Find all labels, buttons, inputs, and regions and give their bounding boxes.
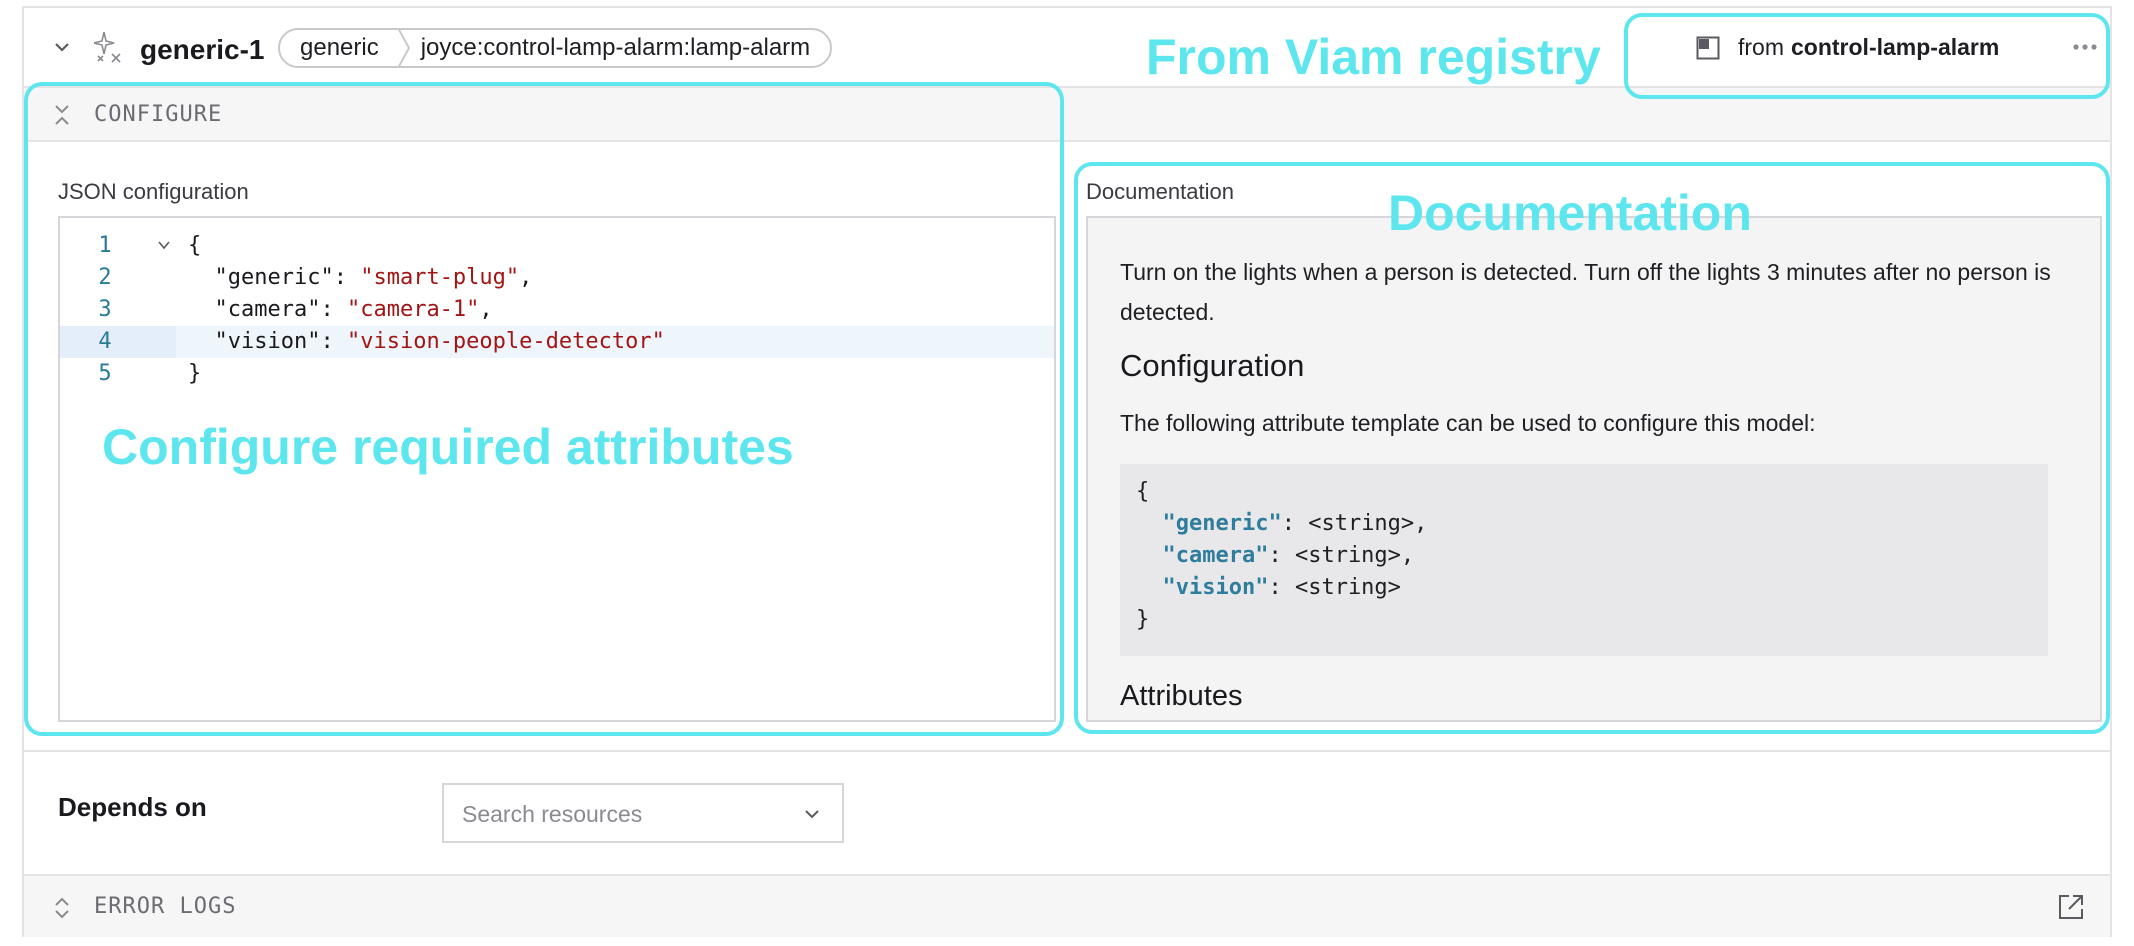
template-key: "camera" [1162,543,1269,568]
code-text: { [188,233,202,258]
template-line: "generic": <string>, [1136,511,1428,536]
error-logs-section-header[interactable]: ERROR LOGS [24,874,2110,937]
json-configuration-label: JSON configuration [58,179,249,204]
doc-attributes-heading: Attributes [1120,680,1243,712]
editor-line[interactable]: 1 { [60,230,1054,262]
code-text: "generic": "smart-plug", [188,262,533,294]
json-value: "vision-people-detector" [346,329,665,354]
resource-card: generic-1 generic joyce:control-lamp-ala… [22,6,2112,937]
model-breadcrumb: generic joyce:control-lamp-alarm:lamp-al… [278,28,833,68]
select-chevron-icon[interactable] [804,807,820,821]
breadcrumb-api: generic [300,34,379,61]
doc-configuration-heading: Configuration [1120,348,1305,383]
search-resources-select[interactable]: Search resources [442,783,844,843]
registry-module-name[interactable]: control-lamp-alarm [1791,34,2000,60]
template-line: "vision": <string> [1136,575,1401,600]
json-sep: : [320,329,347,354]
template-key: "vision" [1162,575,1269,600]
json-editor[interactable]: 1 { 2 "generic": "smart-plug", 3 "camera… [58,216,1056,722]
line-number: 5 [98,361,112,386]
breadcrumb-separator-icon [396,28,410,68]
annotation-registry-label: From Viam registry [1146,29,1601,85]
json-key: "generic" [214,265,334,290]
documentation-panel[interactable]: Turn on the lights when a person is dete… [1086,216,2102,722]
registry-source[interactable]: from control-lamp-alarm [1696,34,1999,61]
search-resources-placeholder: Search resources [462,801,643,827]
editor-line[interactable]: 5 } [60,358,1054,390]
error-logs-label: ERROR LOGS [94,894,237,919]
json-key: "vision" [214,329,321,354]
resource-title[interactable]: generic-1 [140,34,265,65]
editor-line-active[interactable]: 4 "vision": "vision-people-detector" [60,326,1054,358]
editor-line[interactable]: 3 "camera": "camera-1", [60,294,1054,326]
sparkle-icon [94,31,121,63]
doc-configuration-text: The following attribute template can be … [1120,410,1816,436]
collapse-icon[interactable] [54,104,70,126]
line-number: 2 [98,265,112,290]
line-number: 4 [98,329,112,354]
divider [24,750,2110,752]
documentation-label: Documentation [1086,179,1234,204]
more-icon[interactable] [2072,42,2098,52]
chevron-down-icon[interactable] [52,37,72,57]
json-tail: , [479,297,493,322]
active-line-gutter-highlight [60,326,176,358]
template-line: { [1136,479,1150,504]
doc-template-code: { "generic": <string>, "camera": <string… [1120,464,2048,656]
json-tail: , [519,265,533,290]
json-sep: : [320,297,347,322]
json-key: "camera" [214,297,321,322]
template-line: } [1136,607,1150,632]
json-value: "camera-1" [346,297,480,322]
code-text: "vision": "vision-people-detector" [188,326,665,358]
template-rest: : <string>, [1268,543,1415,568]
annotation-registry-outline [1624,13,2110,99]
template-rest: : <string>, [1281,511,1428,536]
code-text: } [188,361,202,386]
code-text: "camera": "camera-1", [188,294,493,326]
annotation-documentation-label: Documentation [1388,185,1752,241]
depends-on-label: Depends on [58,792,207,822]
doc-intro: Turn on the lights when a person is dete… [1120,259,2051,325]
template-rest: : <string> [1268,575,1401,600]
template-line: "camera": <string>, [1136,543,1415,568]
expand-icon[interactable] [54,896,70,920]
json-sep: : [333,265,361,290]
annotation-documentation-outline [1074,162,2110,734]
breadcrumb-model: joyce:control-lamp-alarm:lamp-alarm [420,34,811,61]
active-line-highlight [176,326,1054,358]
resource-header: generic-1 generic joyce:control-lamp-ala… [24,8,2110,86]
configure-label: CONFIGURE [94,102,223,127]
template-key: "generic" [1162,511,1282,536]
json-value: "smart-plug" [360,265,520,290]
line-number: 1 [98,233,112,258]
fold-icon[interactable] [158,240,170,250]
annotation-configure-outline [24,82,1064,736]
line-number: 3 [98,297,112,322]
module-icon [1696,36,1720,59]
registry-source-prefix: from [1738,34,1784,60]
external-link-icon[interactable] [2058,894,2084,920]
editor-line[interactable]: 2 "generic": "smart-plug", [60,262,1054,294]
annotation-configure-label: Configure required attributes [102,419,794,475]
